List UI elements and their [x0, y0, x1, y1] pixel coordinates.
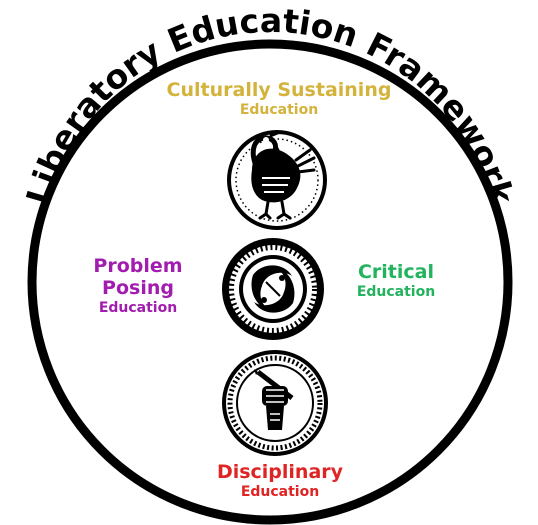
problem-posing-title-line1: Problem [93, 255, 183, 277]
disciplinary-title: Disciplinary [216, 461, 344, 483]
critical-title: Critical [357, 261, 435, 283]
problem-posing-label: Problem Posing Education [84, 255, 192, 316]
problem-posing-subtitle: Education [98, 299, 178, 316]
culturally-sustaining-title: Culturally Sustaining [166, 79, 392, 101]
problem-posing-title-line2: Posing [102, 276, 174, 299]
culturally-sustaining-label: Culturally Sustaining Education [150, 79, 408, 118]
outer-ring [27, 39, 513, 525]
disciplinary-subtitle: Education [240, 483, 320, 500]
critical-subtitle: Education [356, 283, 436, 300]
disciplinary-label: Disciplinary Education [200, 461, 360, 500]
raised-fist-pencil-icon [222, 350, 328, 456]
critical-label: Critical Education [346, 261, 446, 300]
culturally-sustaining-subtitle: Education [239, 101, 319, 118]
intertwined-birds-icon [222, 238, 324, 340]
sankofa-bird-icon [227, 130, 327, 230]
